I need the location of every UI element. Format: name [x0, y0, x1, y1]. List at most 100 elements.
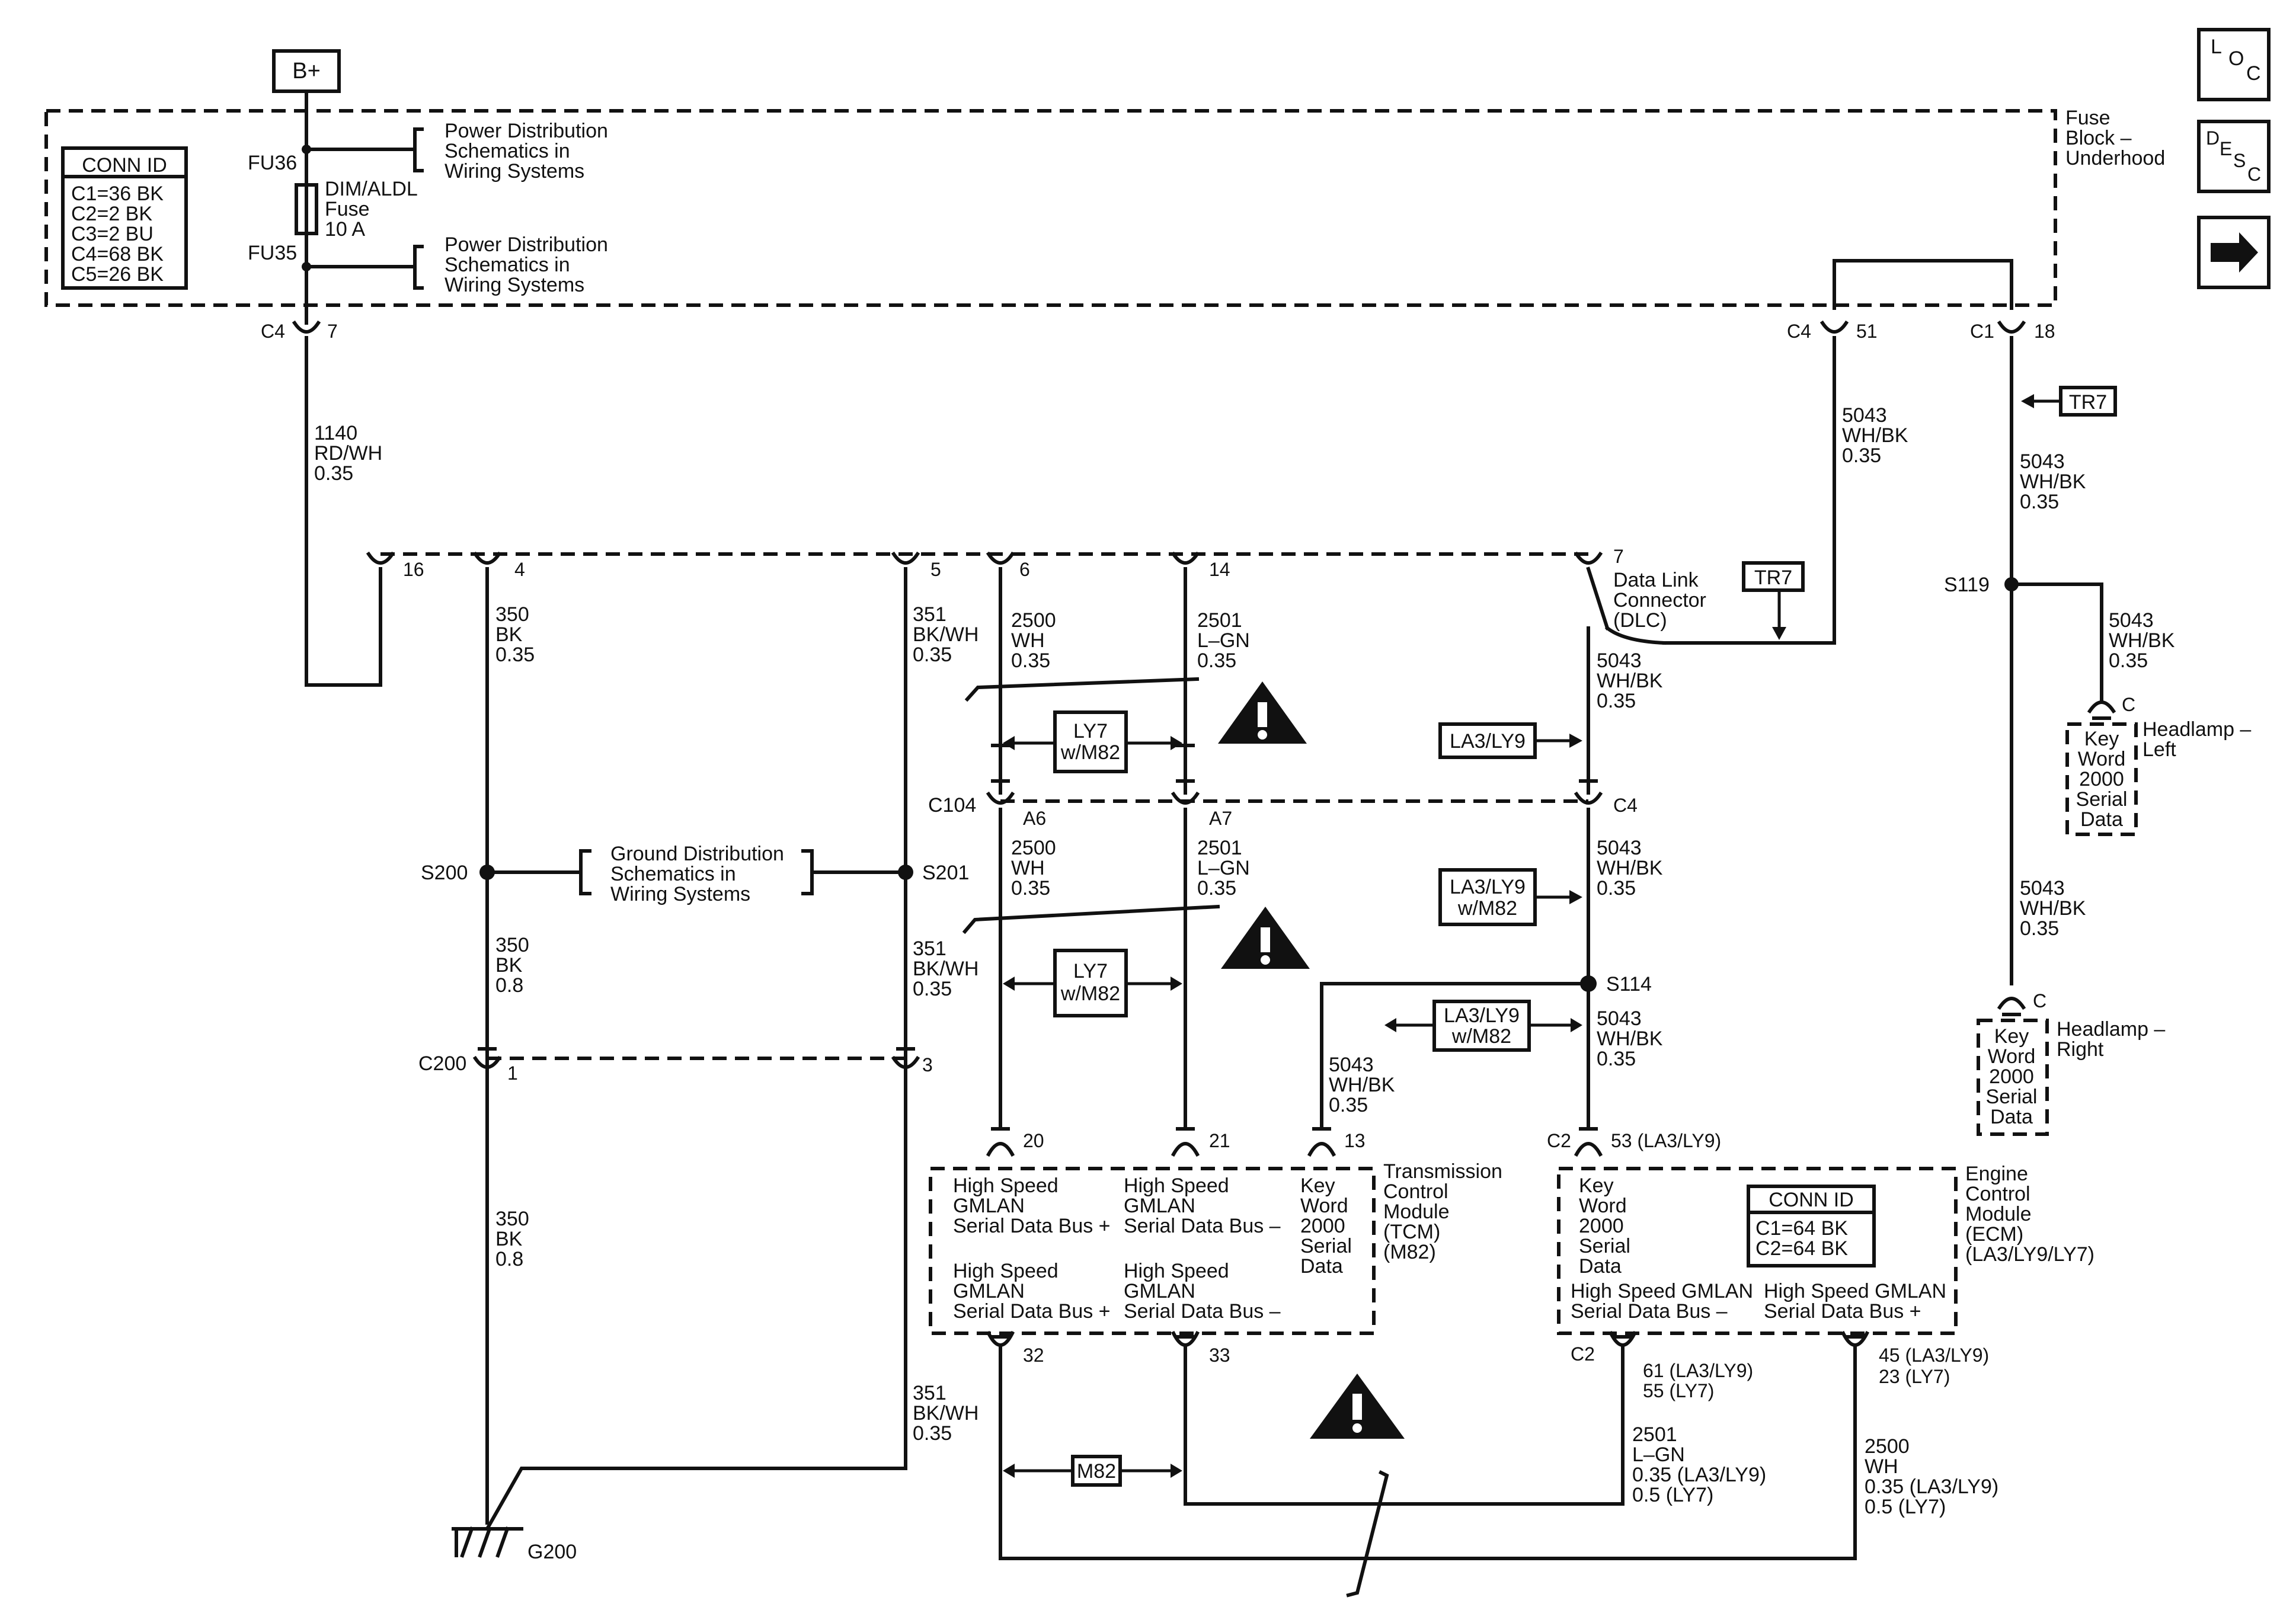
fu36-label: FU36	[248, 152, 297, 174]
svg-text:Serial: Serial	[1579, 1235, 1630, 1257]
svg-text:BK: BK	[495, 954, 523, 977]
s201-label: S201	[922, 862, 969, 884]
svg-text:14: 14	[1209, 559, 1230, 580]
svg-text:WH/BK: WH/BK	[1597, 670, 1663, 692]
svg-text:Serial Data Bus –: Serial Data Bus –	[1571, 1300, 1728, 1323]
svg-text:13: 13	[1344, 1130, 1366, 1151]
svg-text:Wiring Systems: Wiring Systems	[610, 883, 750, 905]
headlamp-right-body: Key Word 2000 Serial Data	[1986, 1025, 2038, 1128]
headlamp-left-name: Headlamp – Left	[2142, 718, 2251, 761]
fu35-label: FU35	[248, 242, 297, 264]
next-arrow-icon[interactable]	[2197, 216, 2271, 289]
warning-icon	[1310, 1374, 1405, 1439]
ground-distribution-ref: Ground Distribution Schematics in Wiring…	[610, 843, 784, 905]
svg-text:0.35: 0.35	[1597, 690, 1636, 712]
g200-label: G200	[527, 1541, 577, 1563]
svg-text:LY7: LY7	[1073, 960, 1108, 982]
svg-text:WH/BK: WH/BK	[1329, 1074, 1395, 1096]
wire-5043-tcm-label: 5043 WH/BK 0.35	[1329, 1054, 1395, 1116]
svg-text:Word: Word	[2078, 748, 2126, 770]
svg-text:2000: 2000	[2079, 768, 2124, 790]
wire-1140-label: 1140 RD/WH 0.35	[314, 422, 382, 485]
svg-text:L–GN: L–GN	[1632, 1443, 1685, 1466]
c104-label: C104	[928, 794, 976, 817]
svg-text:0.35: 0.35	[913, 644, 952, 666]
svg-text:GMLAN: GMLAN	[1124, 1195, 1195, 1217]
svg-text:2500: 2500	[1865, 1435, 1910, 1458]
wire-2501-ecm-label: 2501 L–GN 0.35 (LA3/LY9) 0.5 (LY7)	[1632, 1423, 1766, 1506]
svg-text:Serial Data Bus –: Serial Data Bus –	[1124, 1215, 1281, 1237]
svg-text:4: 4	[514, 559, 525, 580]
svg-text:Schematics in: Schematics in	[445, 254, 570, 276]
tcm-can-minus-top: High Speed GMLAN Serial Data Bus –	[1124, 1174, 1281, 1237]
svg-text:C4=68 BK: C4=68 BK	[71, 243, 164, 265]
svg-text:LA3/LY9: LA3/LY9	[1444, 1004, 1520, 1027]
c4-pin-7: 7	[327, 321, 338, 342]
wire-5043-hl-left-label: 5043 WH/BK 0.35	[2109, 609, 2175, 672]
svg-text:5043: 5043	[2020, 450, 2065, 473]
warning-icon	[1221, 907, 1310, 969]
svg-text:L–GN: L–GN	[1197, 629, 1250, 652]
svg-text:C1=36 BK: C1=36 BK	[71, 183, 164, 205]
power-distribution-ref-top: Power Distribution Schematics in Wiring …	[445, 120, 608, 183]
svg-text:2500: 2500	[1011, 609, 1056, 632]
svg-text:2000: 2000	[1989, 1065, 2034, 1088]
svg-text:5043: 5043	[1597, 837, 1642, 859]
c1-pin-18: 18	[2034, 321, 2055, 342]
svg-text:High Speed: High Speed	[953, 1260, 1059, 1282]
svg-text:350: 350	[495, 603, 529, 626]
warning-icon	[1218, 681, 1307, 744]
svg-text:Engine: Engine	[1965, 1163, 2028, 1185]
svg-text:Data: Data	[2080, 808, 2123, 831]
dlc-connector-pins: 16 4 5 6 14 7	[366, 546, 1624, 580]
tr7-label-left: TR7	[1754, 566, 1792, 589]
svg-text:Ground Distribution: Ground Distribution	[610, 843, 784, 865]
svg-text:21: 21	[1209, 1130, 1230, 1151]
svg-text:High Speed: High Speed	[953, 1174, 1059, 1197]
svg-text:23 (LY7): 23 (LY7)	[1879, 1366, 1950, 1387]
svg-text:5043: 5043	[2020, 877, 2065, 900]
svg-text:55 (LY7): 55 (LY7)	[1643, 1380, 1714, 1401]
svg-text:45 (LA3/LY9): 45 (LA3/LY9)	[1879, 1345, 1989, 1366]
svg-text:0.35 (LA3/LY9): 0.35 (LA3/LY9)	[1632, 1464, 1766, 1486]
svg-text:Data: Data	[1990, 1106, 2033, 1128]
ecm-pin-53: 53 (LA3/LY9)	[1611, 1130, 1721, 1151]
svg-text:High Speed GMLAN: High Speed GMLAN	[1571, 1280, 1753, 1302]
svg-text:16: 16	[403, 559, 424, 580]
svg-text:0.5 (LY7): 0.5 (LY7)	[1865, 1496, 1946, 1518]
svg-text:Module: Module	[1383, 1201, 1450, 1223]
svg-text:w/M82: w/M82	[1060, 982, 1120, 1005]
svg-text:2000: 2000	[1300, 1215, 1345, 1237]
svg-text:0.35: 0.35	[913, 1422, 952, 1445]
ly7-m82-option-2: LY7 w/M82	[1003, 949, 1182, 1017]
svg-text:(ECM): (ECM)	[1965, 1223, 2023, 1246]
svg-text:Data: Data	[1300, 1255, 1343, 1278]
desc-icon[interactable]: D E S C	[2197, 120, 2271, 193]
s119-label: S119	[1944, 574, 1990, 596]
wire-2500-ecm-label: 2500 WH 0.35 (LA3/LY9) 0.5 (LY7)	[1865, 1435, 1998, 1518]
wire-350c-label: 350 BK 0.8	[495, 1208, 529, 1270]
conn-id-fuse-block: CONN ID C1=36 BK C2=2 BK C3=2 BU C4=68 B…	[61, 146, 188, 290]
headlamp-right-pin: C	[2033, 990, 2046, 1012]
svg-text:WH/BK: WH/BK	[1597, 1028, 1663, 1050]
svg-text:w/M82: w/M82	[1457, 897, 1517, 920]
svg-text:10 A: 10 A	[325, 218, 365, 241]
svg-text:S: S	[2233, 150, 2246, 171]
loc-icon[interactable]: L O C	[2197, 28, 2271, 101]
svg-text:Word: Word	[1579, 1195, 1627, 1217]
ecm-conn-id: CONN ID C1=64 BK C2=64 BK	[1747, 1185, 1876, 1267]
svg-text:C5=26 BK: C5=26 BK	[71, 263, 164, 286]
svg-text:61 (LA3/LY9): 61 (LA3/LY9)	[1643, 1360, 1753, 1381]
headlamp-right-module	[1977, 1019, 2049, 1136]
tcm-can-plus-top: High Speed GMLAN Serial Data Bus +	[953, 1174, 1111, 1237]
svg-text:Key: Key	[1994, 1025, 2029, 1048]
svg-text:7: 7	[1613, 546, 1624, 567]
svg-text:Module: Module	[1965, 1203, 2032, 1225]
wire-5043-dlc-label: 5043 WH/BK 0.35	[1597, 649, 1663, 712]
c104-pin-a6: A6	[1023, 808, 1046, 829]
svg-text:WH/BK: WH/BK	[1842, 424, 1908, 447]
svg-text:Wiring Systems: Wiring Systems	[445, 274, 584, 296]
wire-5043-hl-right-label: 5043 WH/BK 0.35	[2020, 877, 2086, 940]
svg-text:Right: Right	[2057, 1038, 2104, 1061]
svg-text:32: 32	[1023, 1345, 1044, 1366]
